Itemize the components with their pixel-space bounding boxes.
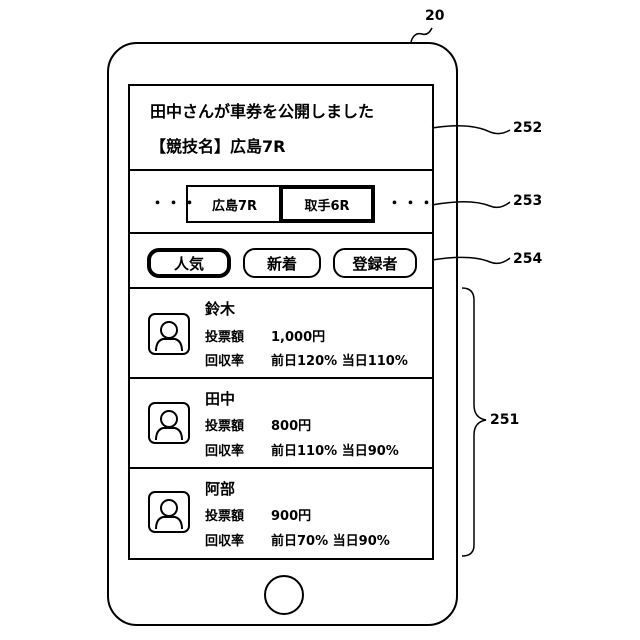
avatar-icon[interactable]: [148, 313, 190, 355]
tab-toride-6r[interactable]: 取手6R: [279, 185, 375, 223]
recovery-rate-row: 回収率前日120% 当日110%: [205, 350, 408, 369]
avatar-icon[interactable]: [148, 491, 190, 533]
ref-254: 254: [513, 251, 542, 267]
vote-amount-row: 投票額900円: [205, 505, 311, 524]
vote-label: 投票額: [205, 326, 271, 345]
filter-new-button[interactable]: 新着: [243, 248, 321, 278]
home-button[interactable]: [264, 575, 304, 615]
user-name[interactable]: 田中: [205, 388, 235, 409]
ref-251: 251: [490, 412, 519, 428]
ref-253: 253: [513, 193, 542, 209]
notification-message[interactable]: 田中さんが車券を公開しました: [150, 98, 374, 122]
divider-tabs: [130, 232, 432, 234]
leader-20: [411, 28, 432, 42]
vote-amount: 1,000円: [271, 330, 325, 345]
notification-race: 【競技名】広島7R: [150, 133, 285, 157]
divider-header: [130, 169, 432, 171]
prev-day-rate: 前日120%: [271, 354, 337, 369]
vote-amount: 800円: [271, 419, 311, 434]
divider-filters: [130, 287, 432, 289]
tab-hiroshima-7r[interactable]: 広島7R: [186, 185, 281, 223]
prev-day-rate: 前日70%: [271, 534, 328, 549]
ref-20: 20: [425, 8, 444, 24]
recovery-rate-row: 回収率前日70% 当日90%: [205, 530, 390, 549]
avatar-icon[interactable]: [148, 402, 190, 444]
filter-registered-button[interactable]: 登録者: [333, 248, 417, 278]
vote-amount-row: 投票額800円: [205, 415, 311, 434]
ref-252: 252: [513, 120, 542, 136]
divider-card-1: [130, 377, 432, 379]
vote-label: 投票額: [205, 505, 271, 524]
recovery-rate-row: 回収率前日110% 当日90%: [205, 440, 399, 459]
user-name[interactable]: 鈴木: [205, 298, 235, 319]
user-name[interactable]: 阿部: [205, 478, 235, 499]
recovery-label: 回収率: [205, 530, 271, 549]
vote-amount: 900円: [271, 509, 311, 524]
same-day-rate: 当日90%: [342, 444, 399, 459]
divider-card-2: [130, 467, 432, 469]
filter-popular-button[interactable]: 人気: [147, 248, 231, 278]
same-day-rate: 当日90%: [333, 534, 390, 549]
recovery-label: 回収率: [205, 350, 271, 369]
same-day-rate: 当日110%: [342, 354, 408, 369]
prev-day-rate: 前日110%: [271, 444, 337, 459]
vote-amount-row: 投票額1,000円: [205, 326, 325, 345]
brace-251: [462, 288, 486, 556]
vote-label: 投票額: [205, 415, 271, 434]
recovery-label: 回収率: [205, 440, 271, 459]
tabs-more-right[interactable]: ・・・: [387, 192, 435, 213]
